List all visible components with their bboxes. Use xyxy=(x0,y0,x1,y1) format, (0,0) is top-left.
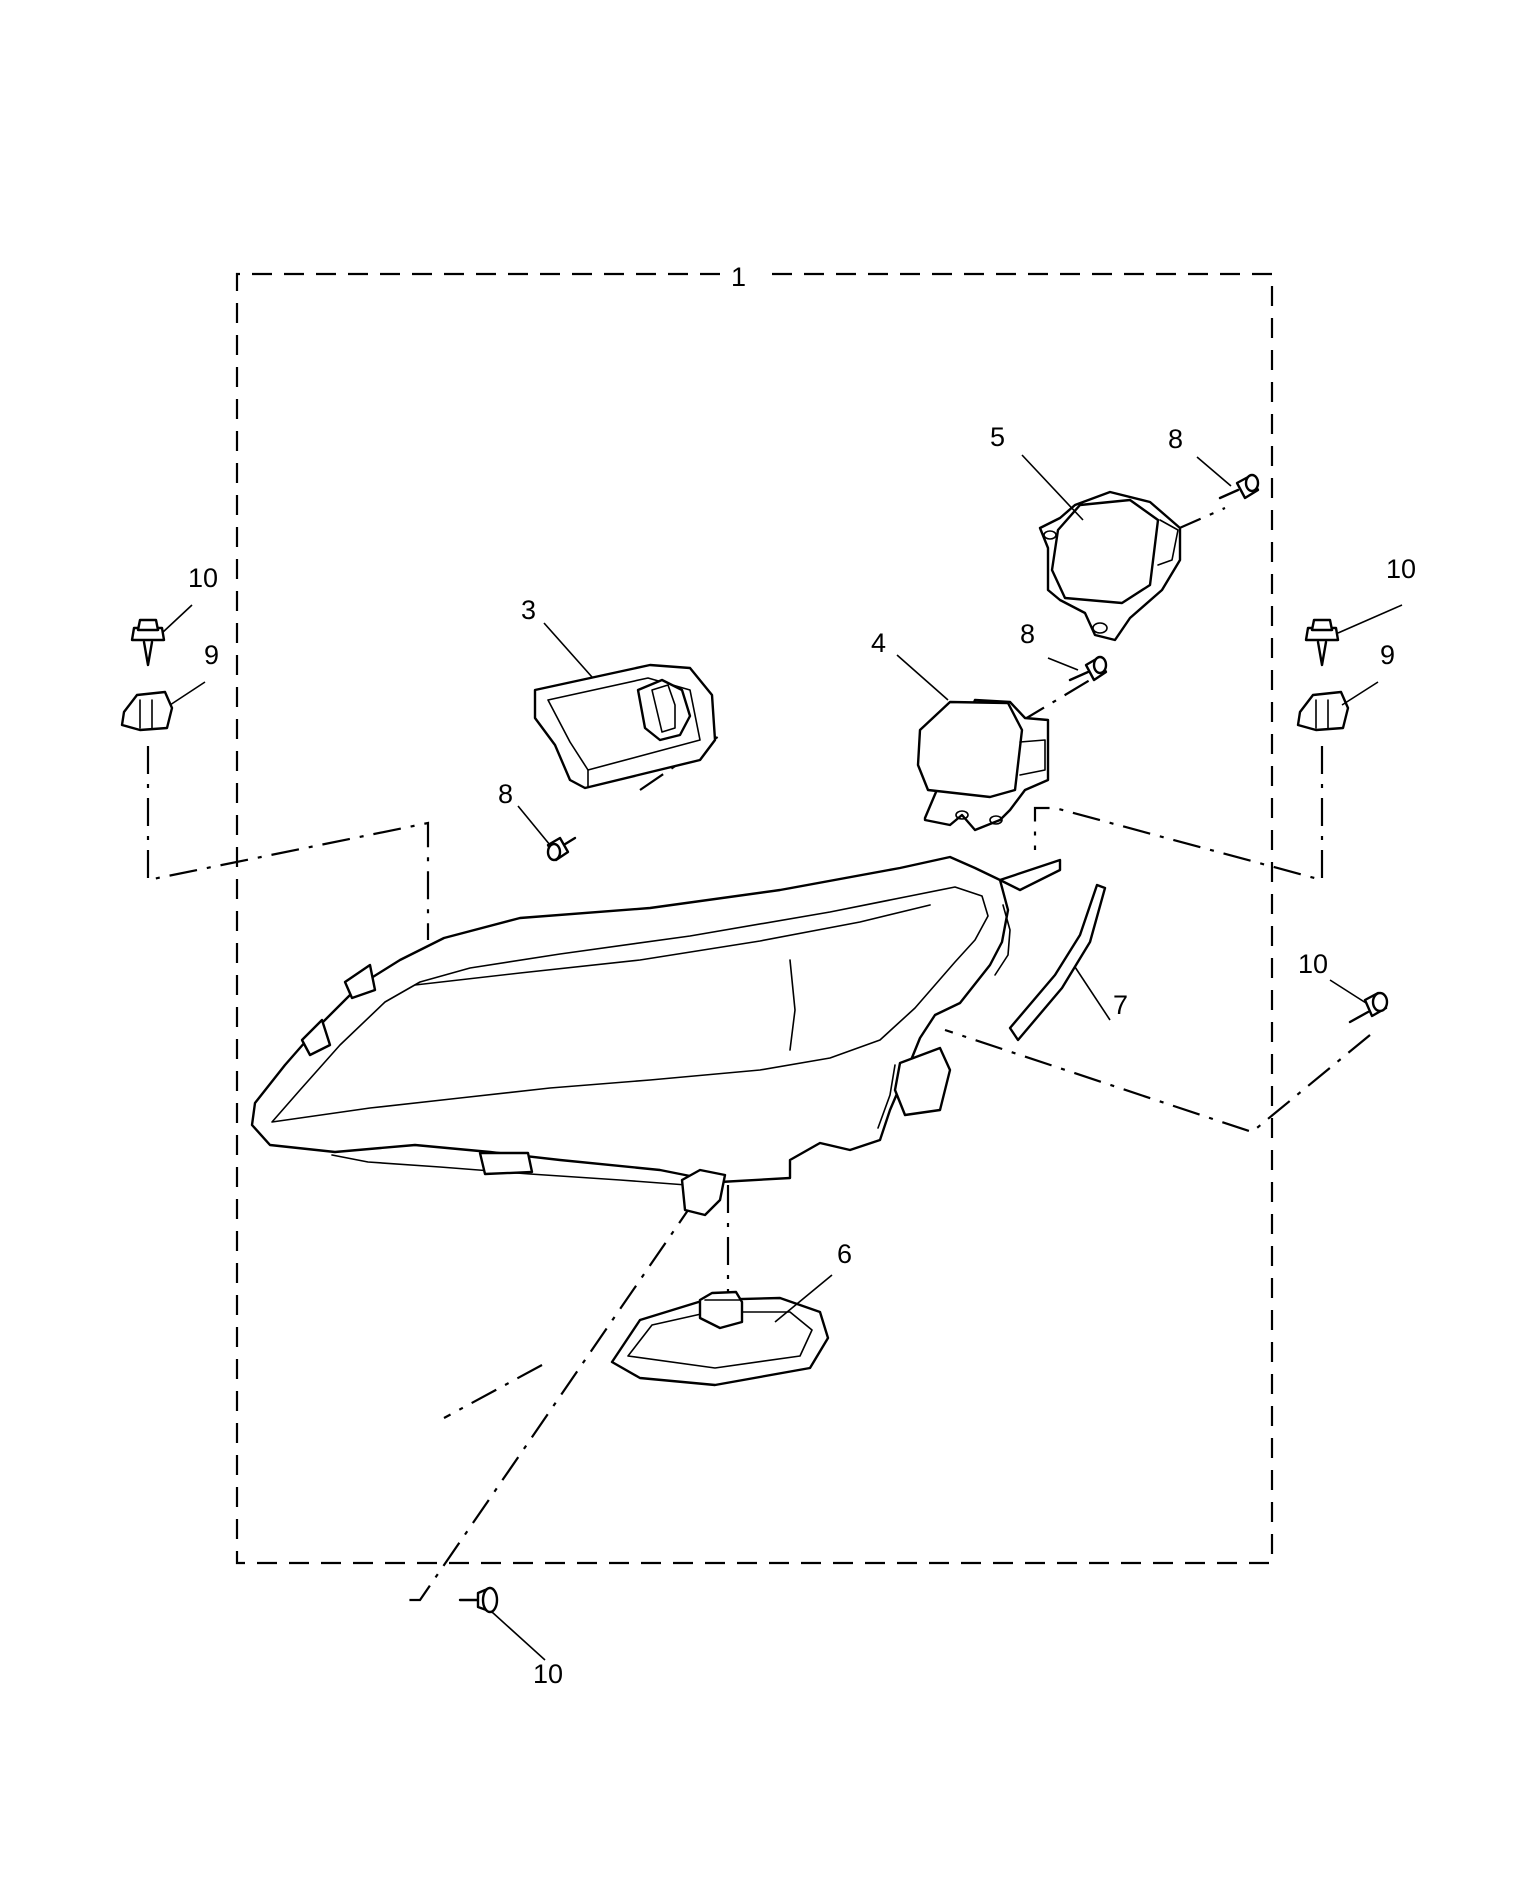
callout-9-right: 9 xyxy=(1380,640,1395,670)
callout-10-bottom: 10 xyxy=(533,1659,563,1689)
assembly-boundary xyxy=(235,272,1274,1565)
part-6-module xyxy=(610,1290,830,1387)
part-7-seal xyxy=(1008,883,1107,1042)
part-10-fastener-left xyxy=(130,618,166,667)
callout-5: 5 xyxy=(990,422,1005,452)
leader-lines xyxy=(161,454,1403,1661)
part-3-module xyxy=(533,663,717,790)
callout-3: 3 xyxy=(521,595,536,625)
callout-7: 7 xyxy=(1113,990,1128,1020)
callout-10-side: 10 xyxy=(1298,949,1328,979)
part-8-screw-lower xyxy=(546,836,577,862)
callout-8-upper: 8 xyxy=(1168,424,1183,454)
callout-9-left: 9 xyxy=(204,640,219,670)
callout-6: 6 xyxy=(837,1239,852,1269)
part-5-module xyxy=(1038,490,1182,642)
callout-8-middle: 8 xyxy=(1020,619,1035,649)
callout-10-right: 10 xyxy=(1386,554,1416,584)
part-10-fastener-bottom xyxy=(458,1586,499,1614)
callout-10-left: 10 xyxy=(188,563,218,593)
callout-1: 1 xyxy=(731,262,746,292)
part-9-clip-right xyxy=(1296,690,1350,732)
part-4-module xyxy=(916,698,1050,832)
part-10-fastener-right xyxy=(1304,618,1340,667)
headlamp-assembly xyxy=(250,855,1062,1217)
callout-8-lower: 8 xyxy=(498,779,513,809)
part-8-screw-upper xyxy=(1218,473,1260,500)
callout-4: 4 xyxy=(871,628,886,658)
part-9-clip-left xyxy=(120,690,174,732)
part-8-screw-middle xyxy=(1068,655,1108,682)
installation-lines xyxy=(146,506,1371,1602)
part-10-fastener-side xyxy=(1348,991,1389,1024)
